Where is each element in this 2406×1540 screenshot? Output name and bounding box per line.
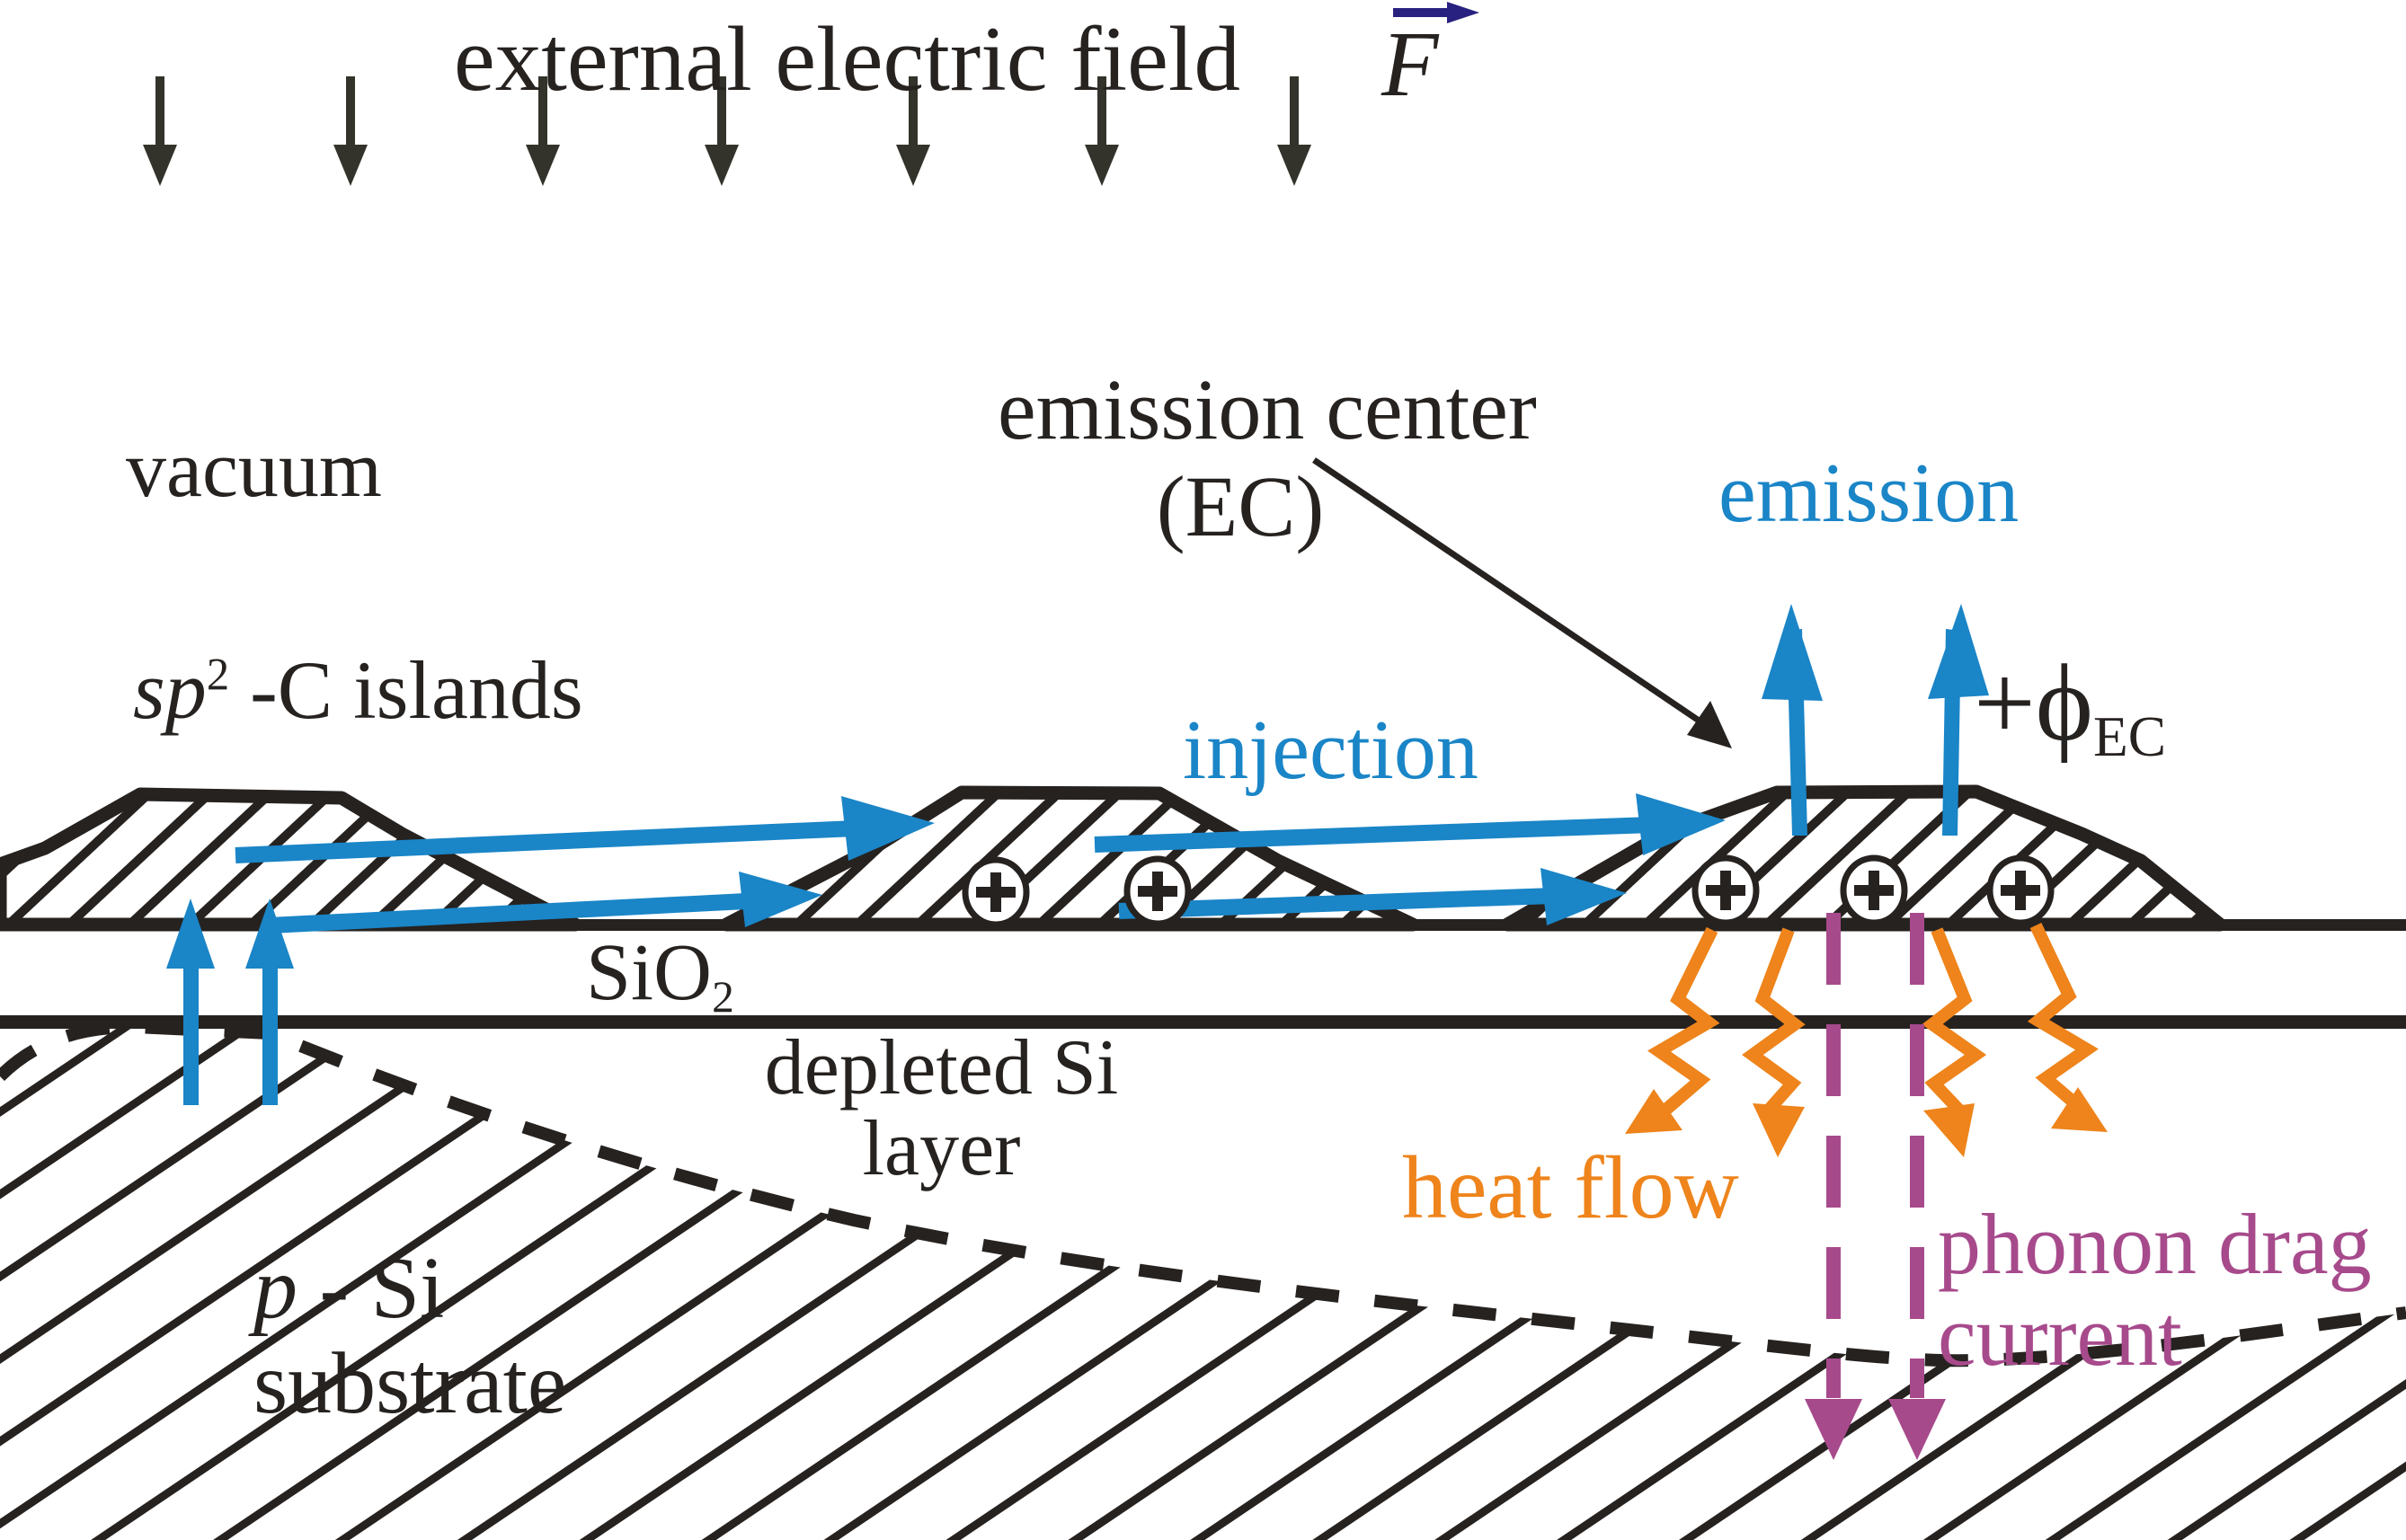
injection-arrow-icon	[269, 872, 822, 934]
sp2-c-islands-label: sp2 -C islands	[133, 649, 583, 731]
heat-flow-arrow-icon	[1922, 927, 1987, 1157]
tunnel-arrow-icon	[166, 898, 215, 1105]
heat-flow-arrow-icon	[2027, 922, 2108, 1132]
depleted-line2: layer	[862, 1104, 1021, 1192]
phonon-drag-arrow-icon	[1805, 913, 1862, 1460]
field-arrow-icon	[143, 76, 177, 186]
vector-arrow-icon	[1393, 2, 1479, 23]
phi-symbol: +ϕ	[1974, 642, 2094, 764]
emission-center-line1: emission center	[998, 361, 1537, 457]
emission-label: emission	[1718, 447, 2020, 540]
sio2-subscript: 2	[712, 971, 734, 1022]
phonon-drag-label: phonon drag current	[1938, 1199, 2372, 1382]
depleted-si-label: depleted Si layer	[764, 1028, 1119, 1190]
ec-pointer	[1312, 457, 1732, 748]
sio2-label: SiO2	[586, 933, 734, 1022]
emission-arrow-icon	[1762, 604, 1823, 836]
emission-center-line2: (EC)	[1156, 457, 1325, 554]
emission-arrows	[1762, 604, 1989, 836]
sp2-prefix: sp	[133, 644, 207, 736]
title-external-field: external electric field	[454, 8, 1240, 111]
sio2-prefix: SiO	[586, 928, 713, 1017]
injection-arrow-icon	[235, 796, 935, 863]
substrate-line1: p - Si	[253, 1240, 566, 1337]
sp2-sup: 2	[206, 649, 230, 700]
sio2-top-line	[0, 919, 2406, 931]
p-si-substrate-label: p - Si substrate	[253, 1240, 567, 1432]
heat-flow-label: heat flow	[1402, 1137, 1739, 1237]
field-arrow-icon	[333, 76, 368, 186]
injection-label: injection	[1183, 704, 1478, 797]
sp2-suffix: -C islands	[229, 644, 583, 736]
phi-ec-label: +ϕEC	[1974, 649, 2166, 765]
sio2-bottom-line	[0, 1015, 2406, 1029]
field-arrow-icon	[1085, 76, 1119, 186]
field-arrow-icon	[705, 76, 739, 186]
field-arrows	[143, 76, 1311, 186]
field-arrow-icon	[526, 76, 560, 186]
depletion-boundary-dashed-curve	[0, 1020, 2406, 1367]
tunnel-arrow-icon	[245, 898, 294, 1105]
heat-flow-arrow-icon	[1742, 927, 1806, 1157]
phonon-drag-arrows	[1805, 913, 1946, 1460]
plus-charge-icon	[1840, 854, 1908, 926]
substrate-p: p	[253, 1240, 297, 1337]
injection-arrow-icon	[1118, 868, 1627, 925]
emission-arrow-icon	[1928, 604, 1989, 836]
plus-charge-icon	[1986, 854, 2055, 926]
depleted-line1: depleted Si	[764, 1024, 1119, 1111]
plus-charge-icon	[962, 856, 1030, 928]
injection-arrows	[235, 793, 1726, 934]
phonon-drag-arrow-icon	[1888, 913, 1946, 1460]
plus-charge-icon	[1691, 854, 1760, 926]
substrate-line2: substrate	[253, 1334, 567, 1432]
field-arrow-icon	[896, 76, 930, 186]
emission-center-label: emission center (EC)	[998, 361, 1537, 554]
vacuum-label: vacuum	[126, 425, 382, 514]
heat-flow-arrow-icon	[1625, 926, 1720, 1134]
injection-arrow-icon	[1094, 793, 1726, 855]
phonon-line1: phonon drag	[1938, 1196, 2372, 1292]
phonon-line2: current	[1938, 1287, 2182, 1384]
plus-charge-icon	[1123, 855, 1192, 927]
plus-charges	[962, 854, 2055, 928]
phi-subscript: EC	[2093, 704, 2167, 768]
field-arrow-icon	[1277, 76, 1311, 186]
substrate-rest: - Si	[297, 1240, 445, 1337]
tunnel-arrows	[166, 898, 294, 1105]
field-symbol-F: F	[1381, 13, 1439, 116]
heat-flow-arrows	[1625, 922, 2108, 1157]
